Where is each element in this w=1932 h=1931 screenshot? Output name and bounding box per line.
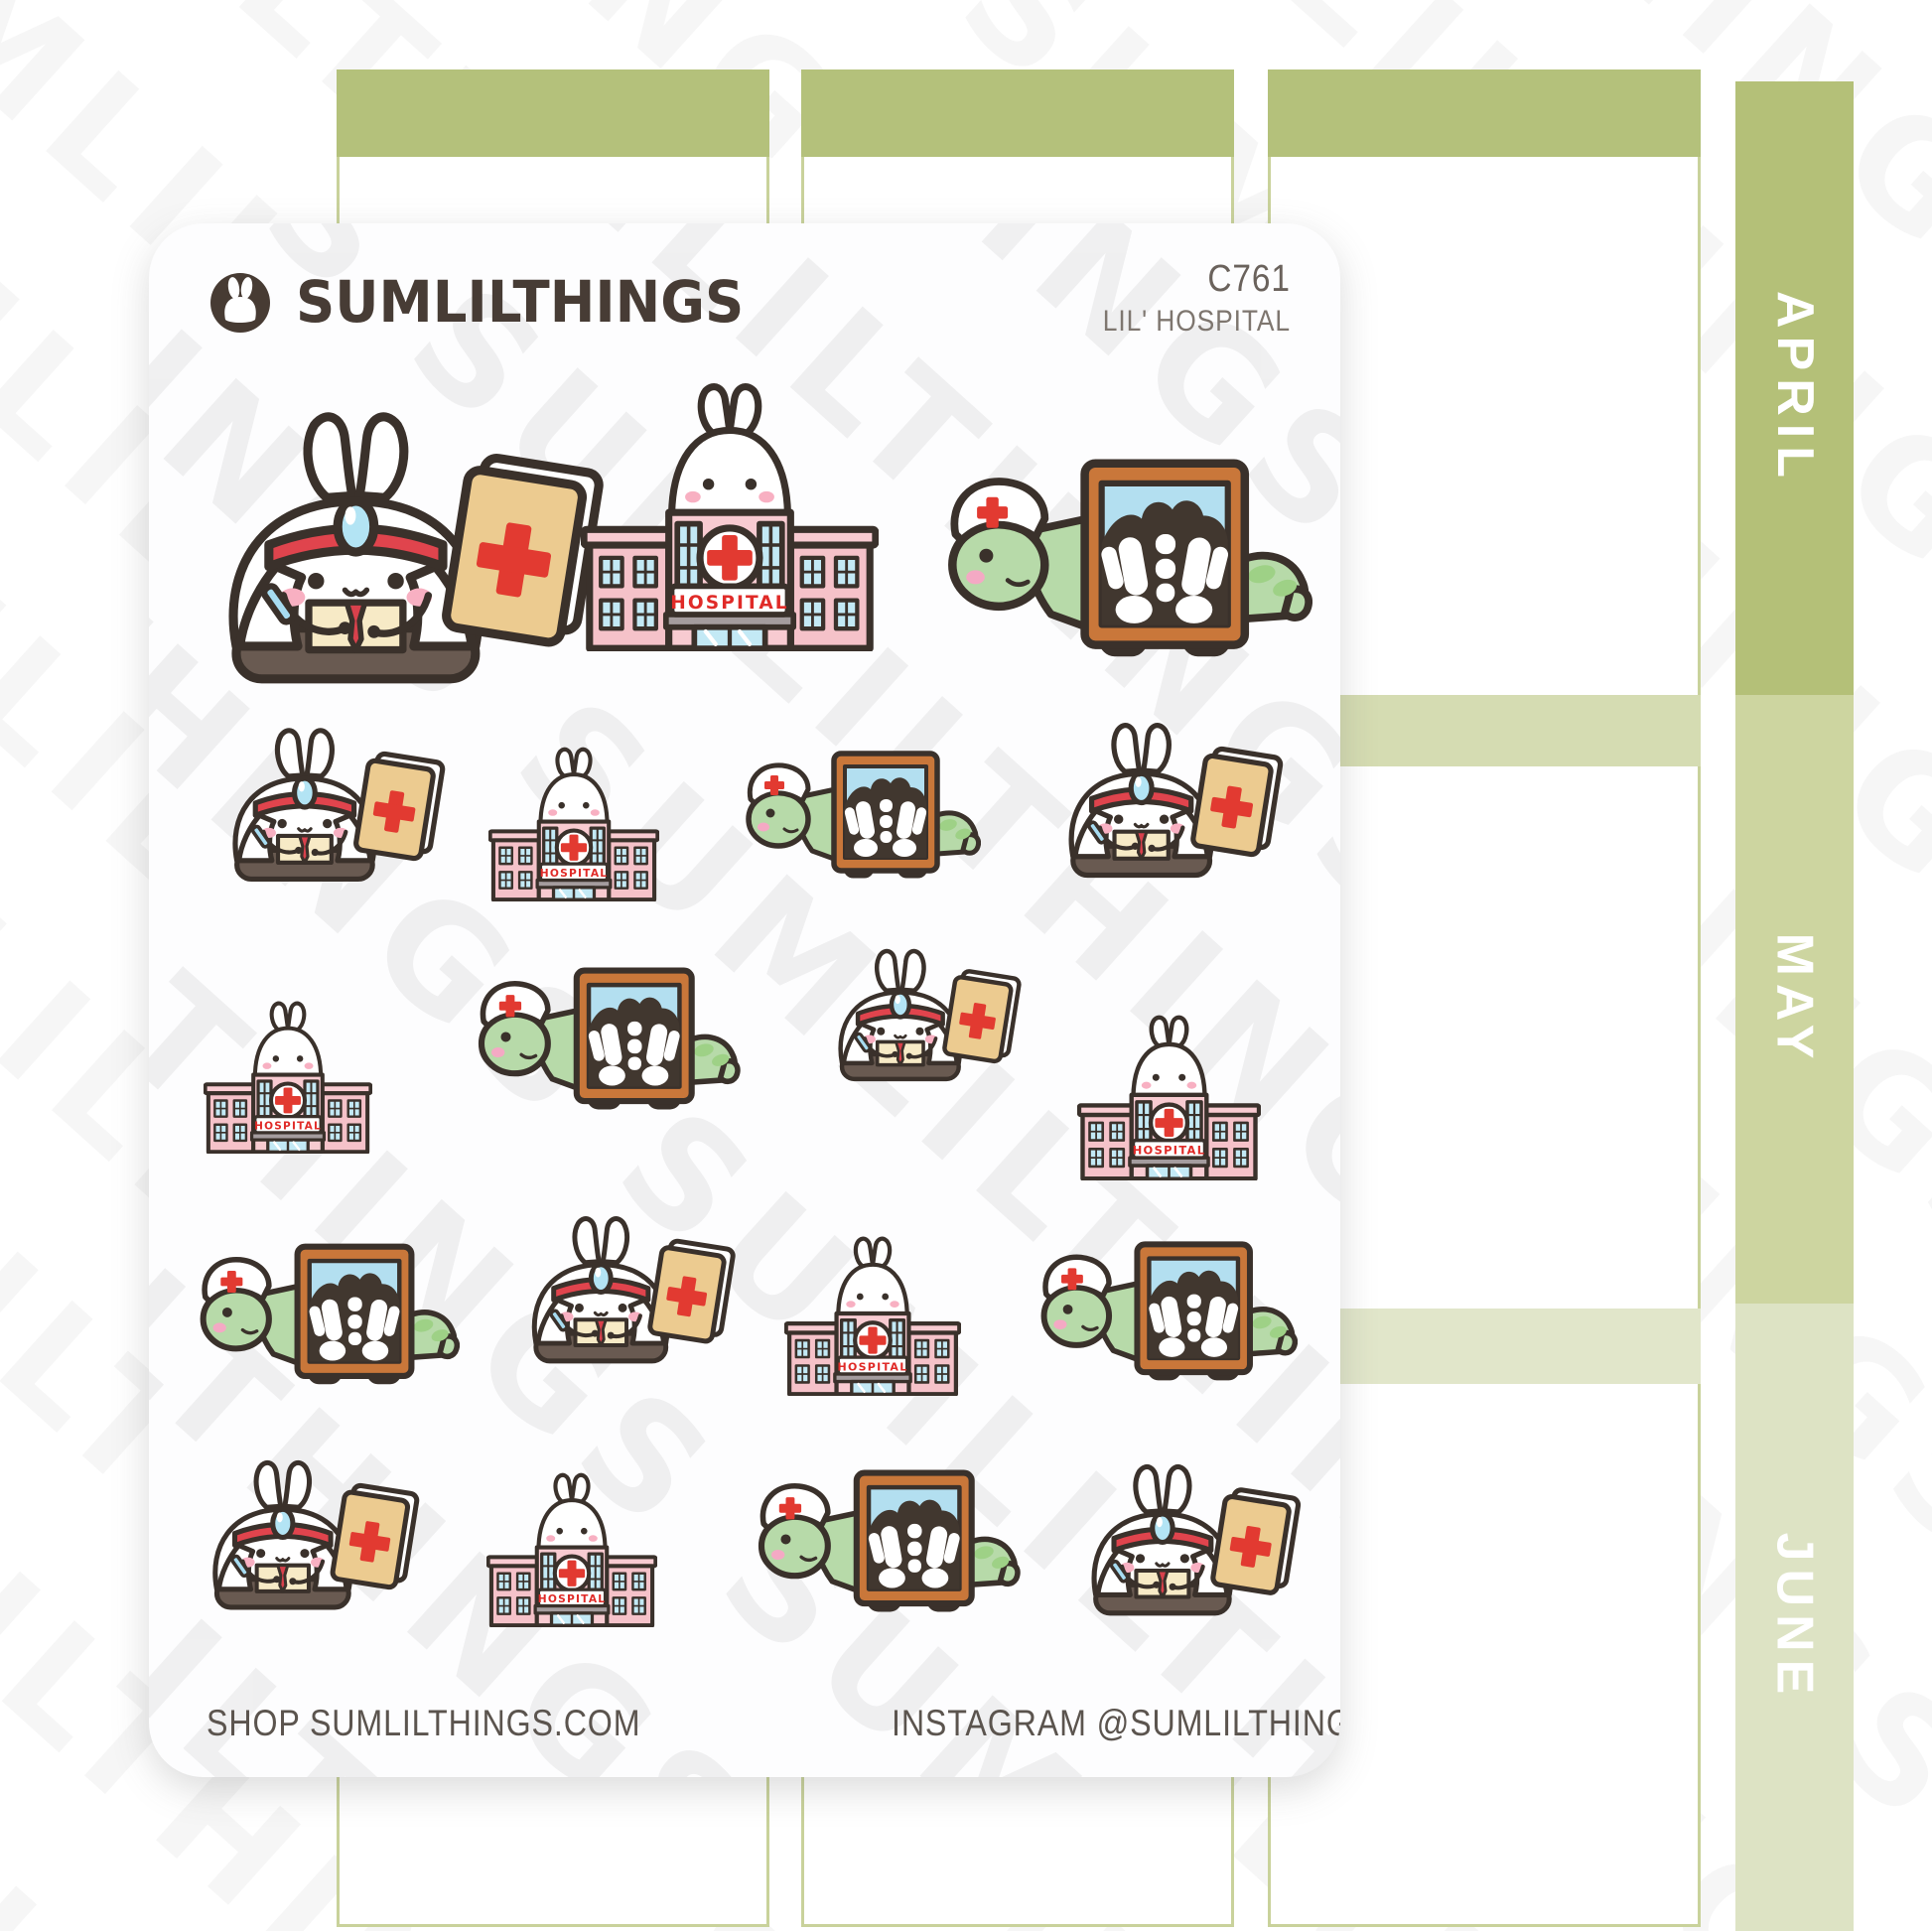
footer-instagram-handle: INSTAGRAM @SUMLILTHINGS bbox=[892, 1703, 1340, 1743]
sticker-doctor bbox=[218, 725, 455, 890]
planner-column-header bbox=[1268, 69, 1701, 157]
bunny-logo-icon bbox=[210, 273, 270, 333]
sticker-doctor bbox=[518, 1213, 745, 1371]
sticker-turtle bbox=[943, 442, 1312, 657]
footer-shop-url: SHOP SUMLILTHINGS.COM bbox=[207, 1703, 641, 1743]
sticker-doctor bbox=[199, 1457, 429, 1617]
sticker-hospital bbox=[488, 747, 659, 901]
planner-column-header bbox=[337, 69, 769, 157]
sticker-turtle bbox=[197, 1231, 460, 1385]
brand-name: SUMLILTHINGS bbox=[296, 268, 745, 336]
month-tab-label: APRIL bbox=[1765, 291, 1824, 485]
sticker-sheet: SUMLILTHINGS SUMLILTHINGS SUMLILTHINGS S… bbox=[149, 223, 1340, 1777]
product-name: LIL' HOSPITAL bbox=[1102, 304, 1291, 338]
month-tab-label: MAY bbox=[1765, 932, 1824, 1066]
sticker-turtle bbox=[1037, 1229, 1298, 1381]
month-tab-may: MAY bbox=[1735, 695, 1854, 1304]
month-tab-june: JUNE bbox=[1735, 1304, 1854, 1931]
month-tab-april: APRIL bbox=[1735, 81, 1854, 695]
sticker-hospital bbox=[581, 382, 879, 651]
sticker-hospital bbox=[784, 1236, 961, 1396]
sku-code: C761 bbox=[1207, 258, 1291, 300]
sku-block: C761 LIL' HOSPITAL bbox=[1077, 258, 1291, 338]
sticker-turtle bbox=[743, 740, 981, 879]
sticker-turtle bbox=[475, 955, 741, 1110]
sticker-doctor bbox=[1054, 720, 1293, 886]
sticker-doctor bbox=[204, 407, 621, 697]
sticker-grid bbox=[149, 223, 1340, 1777]
planner-column-header bbox=[801, 69, 1234, 157]
month-tab-label: JUNE bbox=[1765, 1532, 1824, 1703]
sticker-hospital bbox=[204, 1001, 372, 1154]
sticker-doctor bbox=[826, 946, 1030, 1088]
sticker-turtle bbox=[755, 1457, 1021, 1612]
sticker-doctor bbox=[1077, 1461, 1311, 1623]
sticker-hospital bbox=[1077, 1015, 1261, 1180]
sticker-hospital bbox=[486, 1472, 657, 1627]
